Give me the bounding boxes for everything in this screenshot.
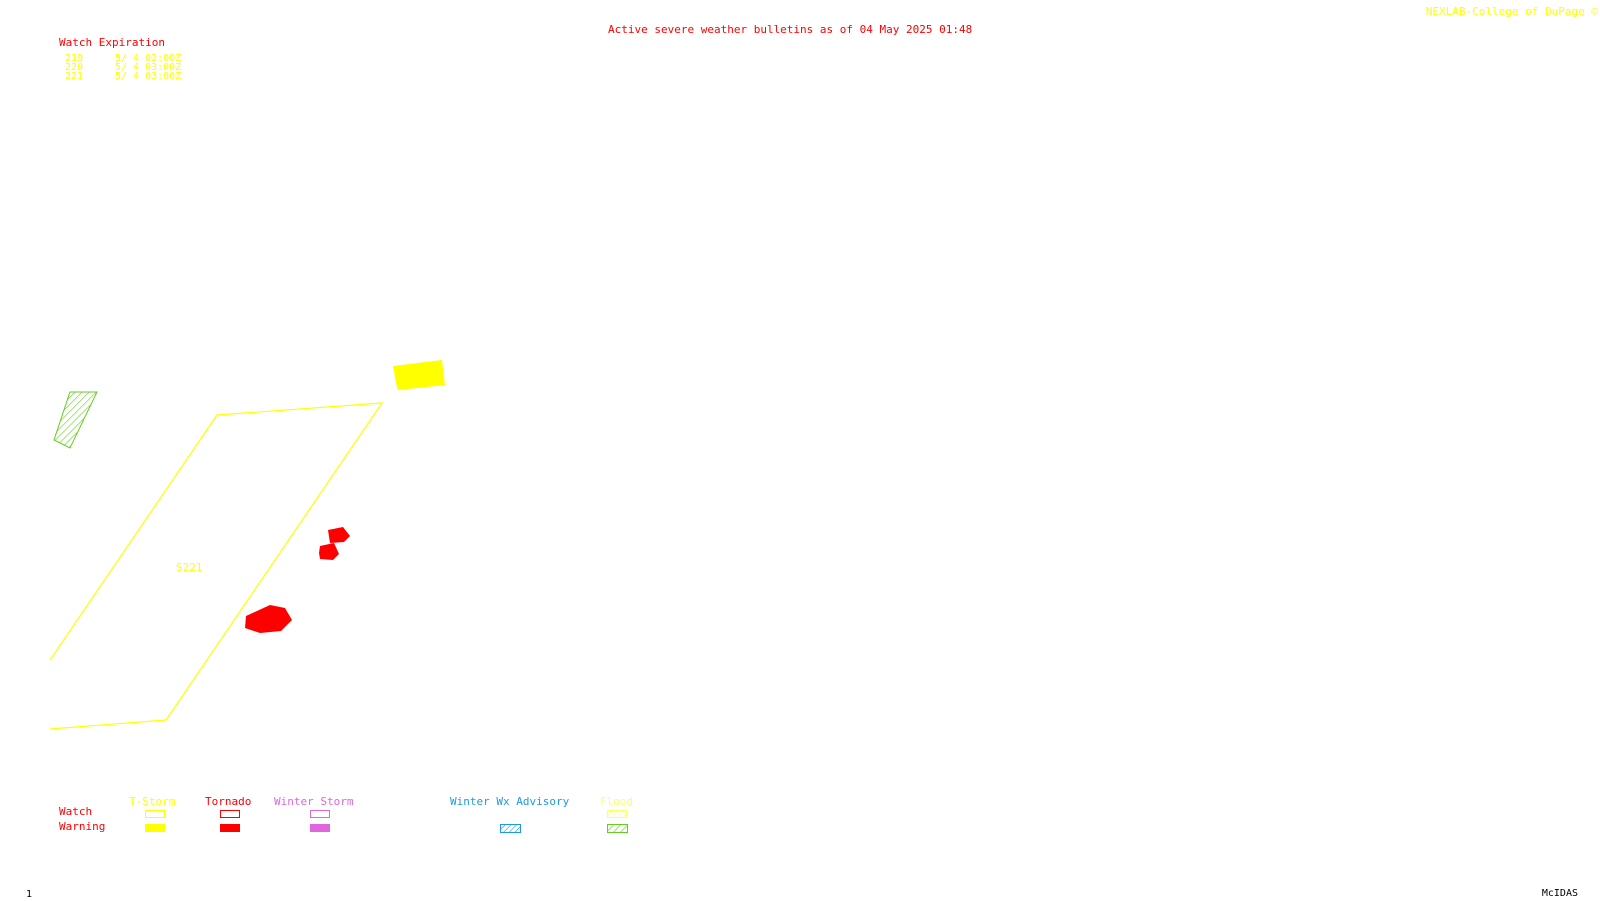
watch-expiry: 5/ 4 03:00Z <box>115 71 182 82</box>
legend-winter-wx-advisory-swatch <box>500 824 521 833</box>
watch-id: 220 <box>65 62 84 73</box>
tstorm-warning-polygon <box>393 360 445 390</box>
tornado-warning-polygon <box>328 527 350 543</box>
watch-expiry: 5/ 4 03:00Z <box>115 62 182 73</box>
legend-winter-storm-warning-swatch <box>310 824 330 832</box>
legend-flood-watch-swatch <box>607 810 627 818</box>
legend-flood-warning-swatch <box>607 824 628 833</box>
legend-tornado-watch-swatch <box>220 810 240 818</box>
legend-tornado-warning-swatch <box>220 824 240 832</box>
legend-tstorm-label: T-Storm <box>129 795 176 808</box>
legend-winter-storm-watch-swatch <box>310 810 330 818</box>
legend-winter-storm-label: Winter Storm <box>274 795 354 808</box>
watch-id: 221 <box>65 71 84 82</box>
legend-warning-row-label: Warning <box>59 820 106 833</box>
watch-expiry: 5/ 4 02:00Z <box>115 53 182 64</box>
legend-watch-row-label: Watch <box>59 805 93 818</box>
legend-tstorm-warning-swatch <box>145 824 165 832</box>
legend-tornado-label: Tornado <box>205 795 252 808</box>
legend-flood-label: Flood <box>600 795 634 808</box>
watch-id: 219 <box>65 53 84 64</box>
software-label: McIDAS <box>1541 888 1578 899</box>
frame-number: 1 <box>26 889 33 900</box>
legend-tstorm-watch-swatch <box>145 810 165 818</box>
credit-label: NEXLAB-College of DuPage © <box>1425 5 1598 18</box>
watch-label: S221 <box>176 561 203 574</box>
tstorm-watch-221-outline <box>49 402 384 730</box>
legend-winter-wx-advisory-label: Winter Wx Advisory <box>450 795 570 808</box>
watch-expiration-heading: Watch Expiration <box>59 36 165 49</box>
tornado-warning-polygon <box>319 543 339 560</box>
bulletin-title: Active severe weather bulletins as of 04… <box>608 23 973 36</box>
tornado-warning-polygon <box>245 605 292 633</box>
flood-warning-polygon <box>53 391 98 449</box>
